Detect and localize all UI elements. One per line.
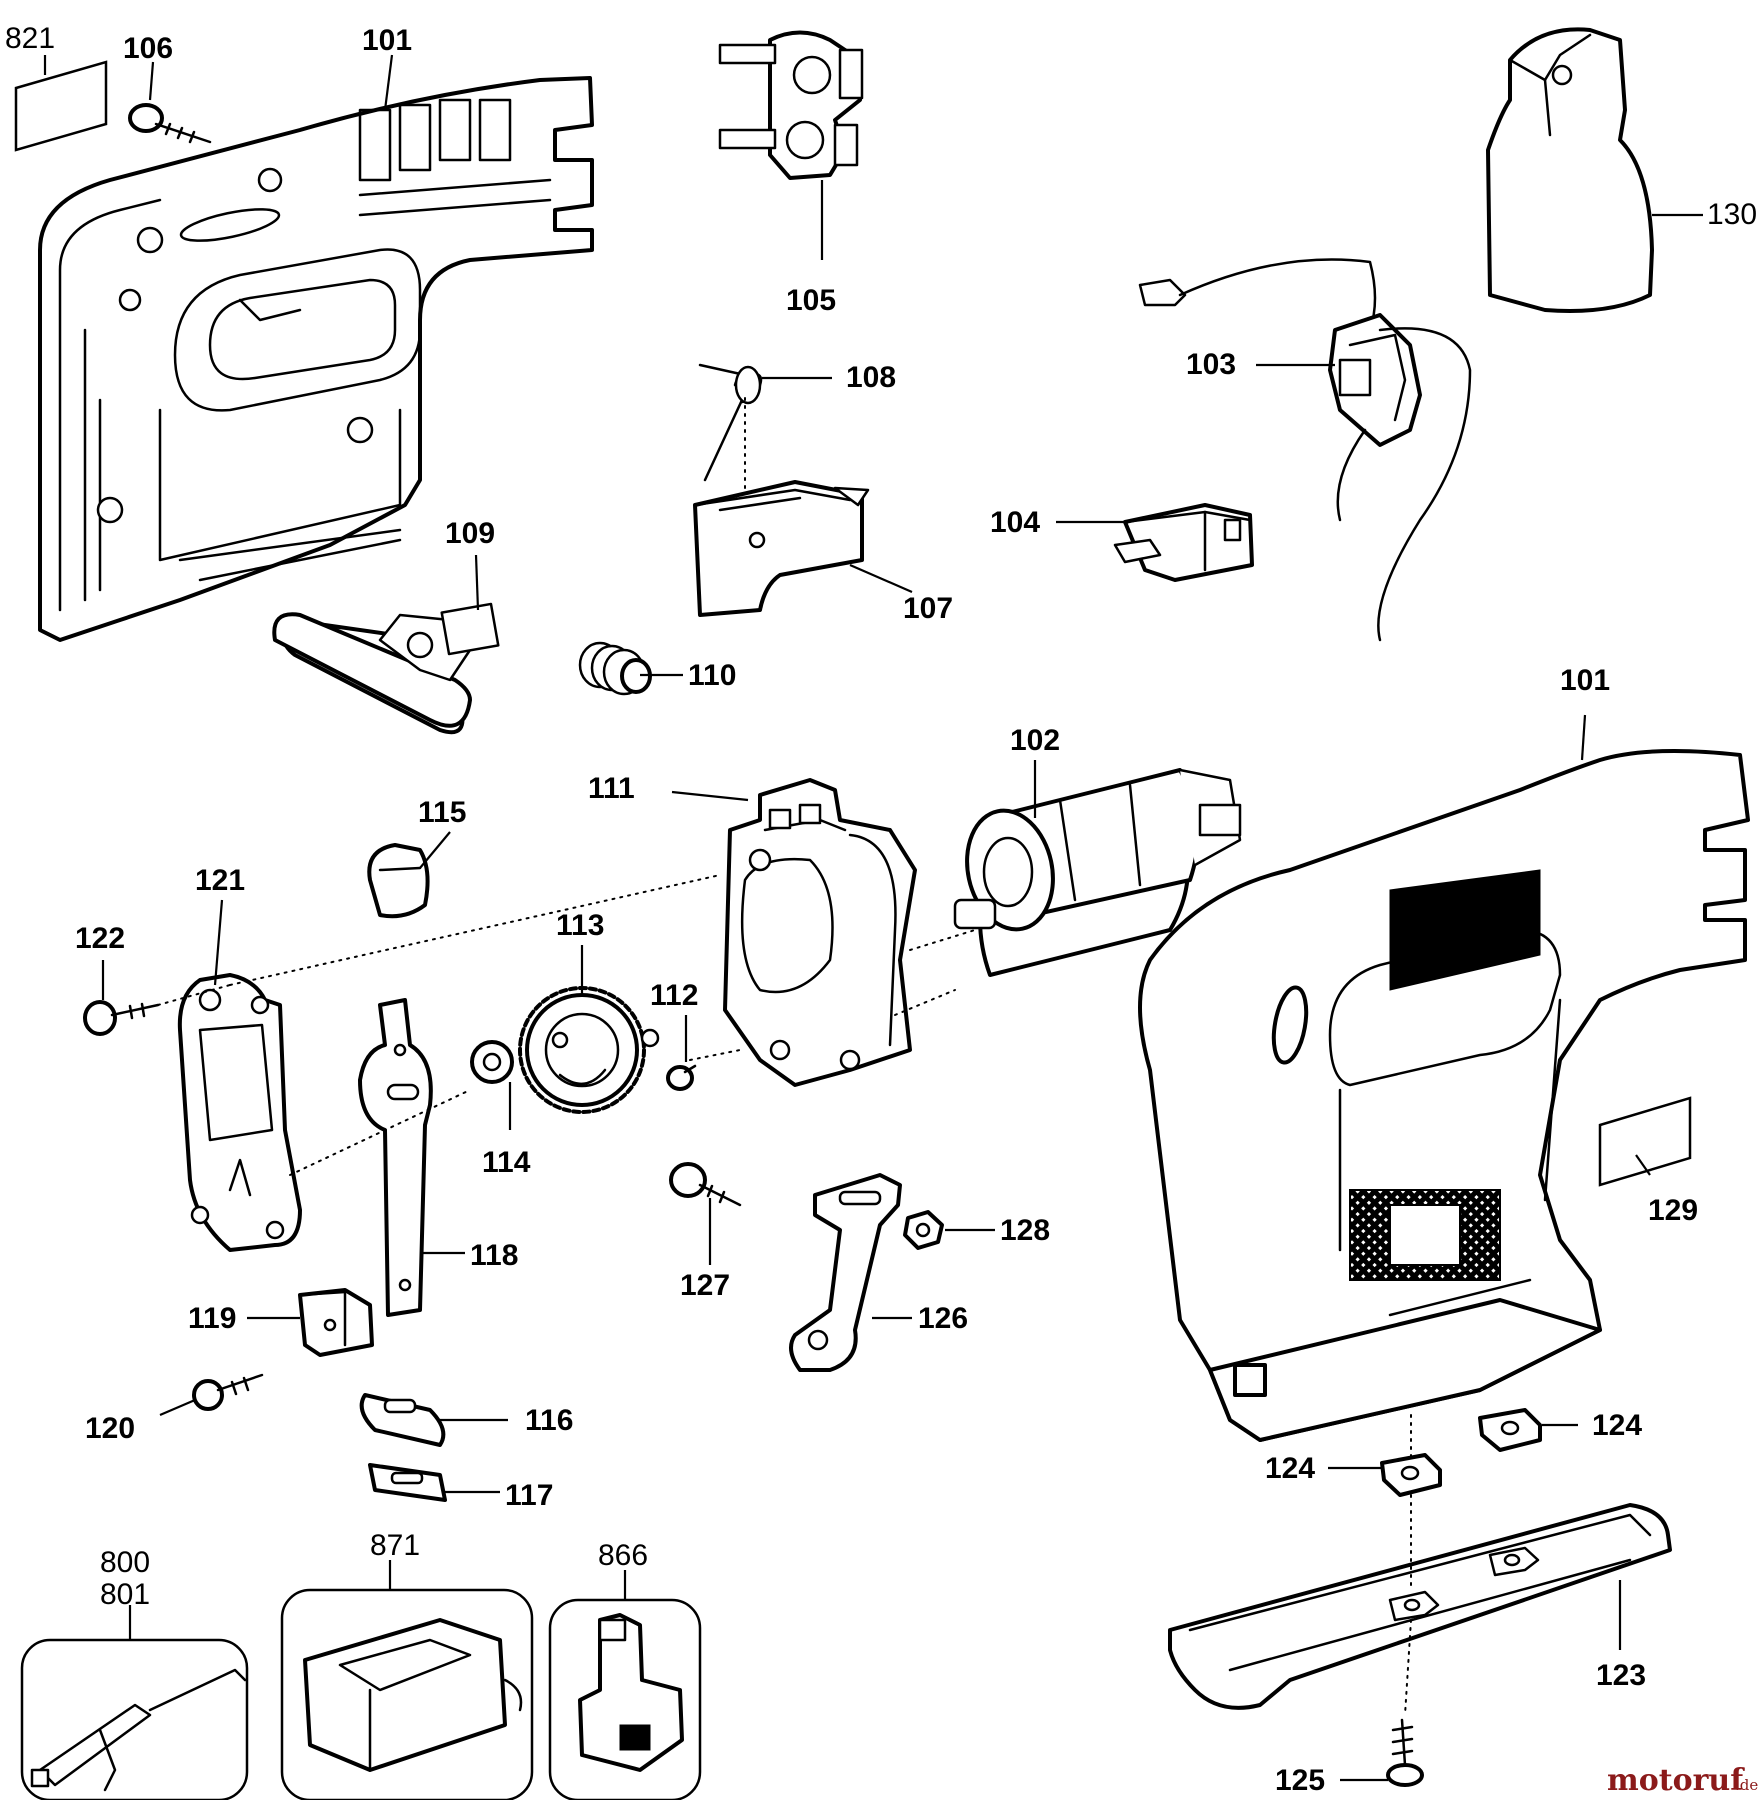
part-128-nut <box>903 1210 944 1250</box>
part-102-motor <box>953 768 1242 977</box>
label-866: 866 <box>598 1539 648 1572</box>
label-105: 105 <box>786 284 836 317</box>
label-821: 821 <box>5 22 55 55</box>
label-102: 102 <box>1010 724 1060 757</box>
part-114-bushing <box>470 1040 514 1084</box>
part-129-label-sticker <box>1598 1096 1692 1187</box>
part-104-switch <box>1113 503 1254 582</box>
part-101-housing-assembled <box>1138 749 1750 1442</box>
label-116: 116 <box>525 1404 573 1437</box>
label-112: 112 <box>650 979 698 1012</box>
label-104: 104 <box>990 506 1040 539</box>
part-120-screw <box>192 1373 264 1411</box>
part-106-screw <box>128 103 212 144</box>
label-101-left: 101 <box>362 24 412 57</box>
vent-grille <box>1349 1189 1501 1281</box>
accessory-800-801-box <box>20 1638 249 1800</box>
part-111-gear-case <box>723 778 917 1087</box>
part-123-base-shoe <box>1168 1503 1672 1710</box>
part-113-gear <box>518 986 660 1114</box>
part-124-square-nut-right <box>1478 1408 1542 1452</box>
part-125-screw <box>1386 1718 1424 1787</box>
part-130-battery-cap <box>1486 27 1654 313</box>
label-123: 123 <box>1596 1659 1646 1692</box>
assembly-dotted-lines <box>157 397 1412 1716</box>
leader-lines <box>43 54 1703 1782</box>
watermark-name: motoruf <box>1607 1763 1745 1798</box>
part-109-trigger <box>272 602 500 735</box>
label-107: 107 <box>903 592 953 625</box>
part-103-switch-assembly <box>1138 258 1472 642</box>
label-126: 126 <box>918 1302 968 1335</box>
label-114: 114 <box>482 1146 531 1179</box>
part-105-switch-holder <box>718 30 864 180</box>
part-108-torsion-spring <box>698 363 763 482</box>
label-115: 115 <box>418 796 466 829</box>
label-800: 800 <box>100 1546 150 1579</box>
part-115-cam <box>367 843 430 919</box>
label-111: 111 <box>588 772 635 805</box>
part-110-spring <box>578 641 652 696</box>
part-112-screw <box>666 1064 697 1091</box>
part-118-plunger <box>358 998 433 1317</box>
part-117-pad <box>368 1463 447 1502</box>
part-124-square-nut-left <box>1380 1453 1442 1497</box>
label-124-right: 124 <box>1592 1409 1642 1442</box>
label-127: 127 <box>680 1269 730 1302</box>
label-101-right: 101 <box>1560 664 1610 697</box>
watermark-suffix: .de <box>1735 1776 1758 1794</box>
label-124-left: 124 <box>1265 1452 1315 1485</box>
shoe-nut-upper <box>1488 1546 1540 1577</box>
shoe-nut-lower <box>1388 1590 1440 1622</box>
accessory-871-charger-box <box>280 1588 534 1800</box>
label-103: 103 <box>1186 348 1236 381</box>
part-122-screw <box>83 1000 160 1036</box>
label-129: 129 <box>1648 1194 1698 1227</box>
part-116-roller <box>359 1393 446 1447</box>
label-130: 130 <box>1707 198 1757 231</box>
label-121: 121 <box>195 864 245 897</box>
label-128: 128 <box>1000 1214 1050 1247</box>
label-106: 106 <box>123 32 173 65</box>
label-118: 118 <box>470 1239 518 1272</box>
part-107-switch-cover <box>693 480 870 617</box>
label-871: 871 <box>370 1529 420 1562</box>
label-109: 109 <box>445 517 495 550</box>
label-108: 108 <box>846 361 896 394</box>
part-821-label-sticker <box>14 60 108 152</box>
label-801: 801 <box>100 1578 150 1611</box>
part-101-housing-left-half <box>38 76 594 642</box>
label-117: 117 <box>505 1479 553 1512</box>
watermark: motoruf .de <box>1607 1763 1758 1798</box>
label-119: 119 <box>188 1302 236 1335</box>
accessory-866-battery-box <box>548 1598 702 1800</box>
part-number-labels: 821 106 101 105 108 107 130 103 104 109 … <box>5 22 1757 1797</box>
part-126-lever <box>789 1173 902 1372</box>
label-120: 120 <box>85 1412 135 1445</box>
label-125: 125 <box>1275 1764 1325 1797</box>
label-113: 113 <box>556 909 604 942</box>
label-110: 110 <box>688 659 736 692</box>
part-127-screw <box>669 1162 742 1207</box>
part-121-plate <box>177 973 302 1252</box>
part-119-blade-clamp <box>298 1288 374 1357</box>
label-122: 122 <box>75 922 125 955</box>
